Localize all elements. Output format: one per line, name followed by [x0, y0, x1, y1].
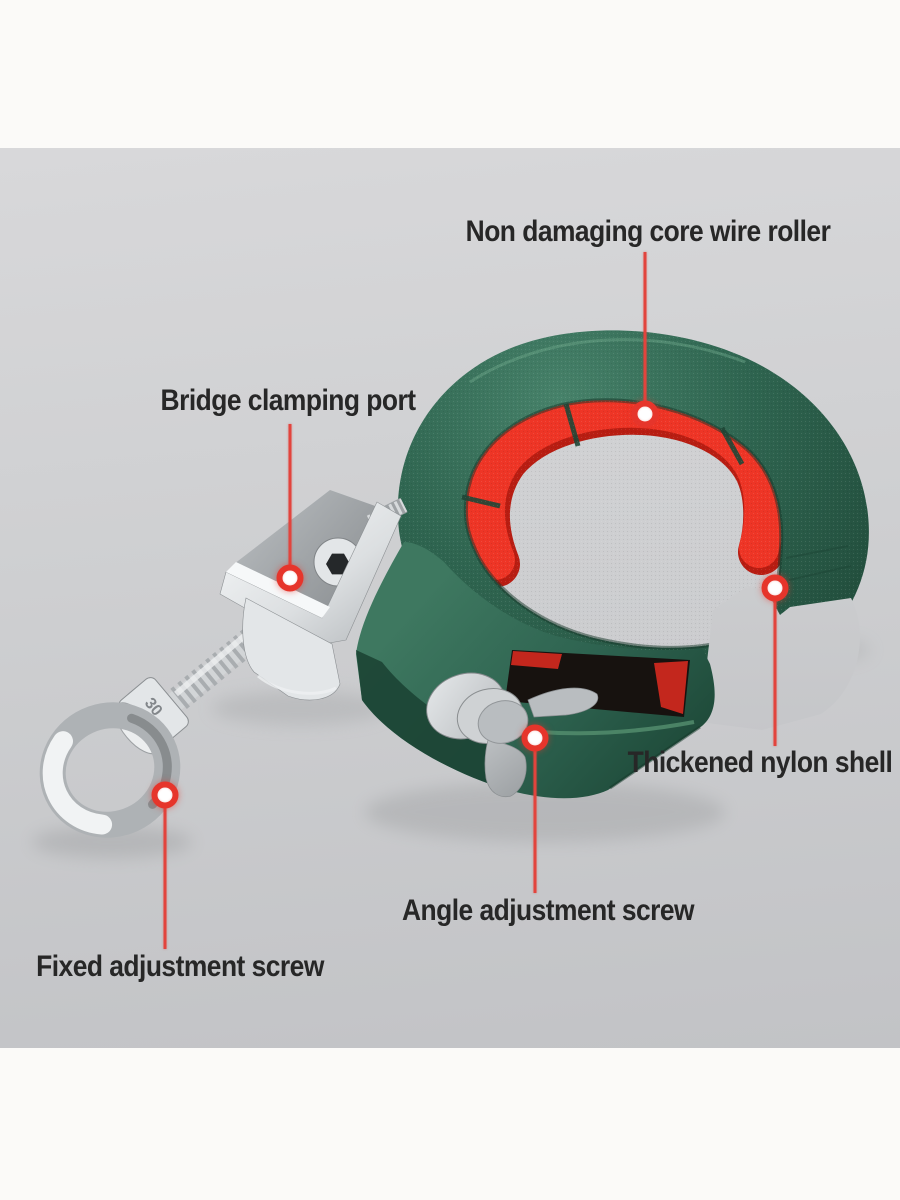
callout-line-angle-adjustment-screw: [533, 750, 537, 893]
callout-line-bridge-clamping-port: [288, 424, 292, 566]
shell-tip-seams: [785, 545, 852, 581]
angle-adjustment-wing-screw: [426, 672, 599, 798]
callout-label-core-wire-roller: Non damaging core wire roller: [465, 215, 831, 248]
socket-head-bolt: [326, 553, 350, 575]
callout-label-angle-adjustment-screw: Angle adjustment screw: [401, 894, 695, 927]
callout-line-core-wire-roller: [643, 252, 647, 402]
ground-shadows: [32, 637, 870, 858]
callout-label-bridge-clamping-port: Bridge clamping port: [160, 384, 416, 417]
callout-dot-fixed-adjustment-screw: [151, 781, 179, 809]
callout-dot-core-wire-roller: [631, 400, 659, 428]
eye-ring: [39, 702, 181, 838]
shell-mouth-gap: [700, 586, 860, 730]
callout-line-thickened-nylon-shell: [773, 600, 777, 746]
callout-dot-thickened-nylon-shell: [761, 574, 789, 602]
callout-label-thickened-nylon-shell: Thickened nylon shell: [627, 746, 893, 779]
callout-label-fixed-adjustment-screw: Fixed adjustment screw: [36, 950, 324, 983]
bridge-clamp-bracket: [219, 490, 408, 701]
callout-dot-angle-adjustment-screw: [521, 724, 549, 752]
callout-dot-bridge-clamping-port: [276, 564, 304, 592]
callout-line-fixed-adjustment-screw: [163, 807, 167, 949]
